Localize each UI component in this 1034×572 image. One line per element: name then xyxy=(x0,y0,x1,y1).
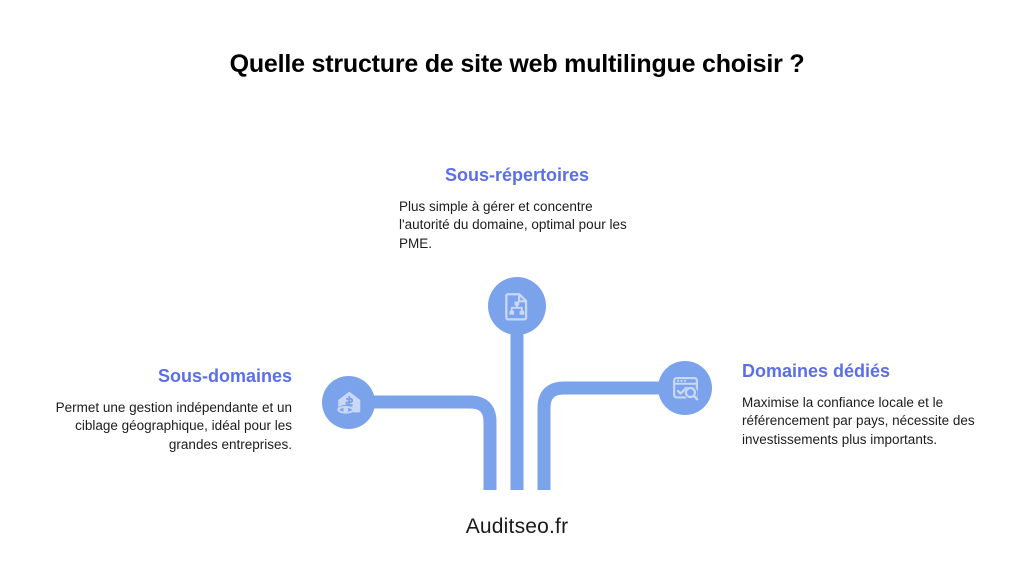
heading-sous-domaines: Sous-domaines xyxy=(157,366,292,386)
node-text-domaines-dedies: Domaines dédiés Maximise la confiance lo… xyxy=(742,361,984,449)
connector-left xyxy=(372,395,497,490)
footer-source: Auditseo.fr xyxy=(465,515,569,538)
body-sous-domaines: Permet une gestion indépendante et un ci… xyxy=(55,399,292,452)
sitemap-document-icon xyxy=(505,293,528,321)
node-icon-domaines-dedies[interactable] xyxy=(658,361,712,415)
heading-domaines-dedies: Domaines dédiés xyxy=(742,361,891,381)
heading-sous-repertoires: Sous-répertoires xyxy=(444,165,590,185)
node-icon-sous-repertoires[interactable] xyxy=(488,277,546,335)
page-title: Quelle structure de site web multilingue… xyxy=(229,50,805,78)
home-dollar-eye-icon xyxy=(336,391,360,415)
body-domaines-dedies: Maximise la confiance locale et le référ… xyxy=(742,394,975,447)
body-sous-repertoires: Plus simple à gérer et concentre l'autor… xyxy=(399,198,627,251)
browser-check-search-icon xyxy=(672,376,698,400)
node-icon-sous-domaines[interactable] xyxy=(322,376,375,429)
connector-right xyxy=(537,381,662,490)
node-text-sous-repertoires: Sous-répertoires Plus simple à gérer et … xyxy=(399,165,635,253)
node-text-sous-domaines: Sous-domaines Permet une gestion indépen… xyxy=(52,366,292,454)
